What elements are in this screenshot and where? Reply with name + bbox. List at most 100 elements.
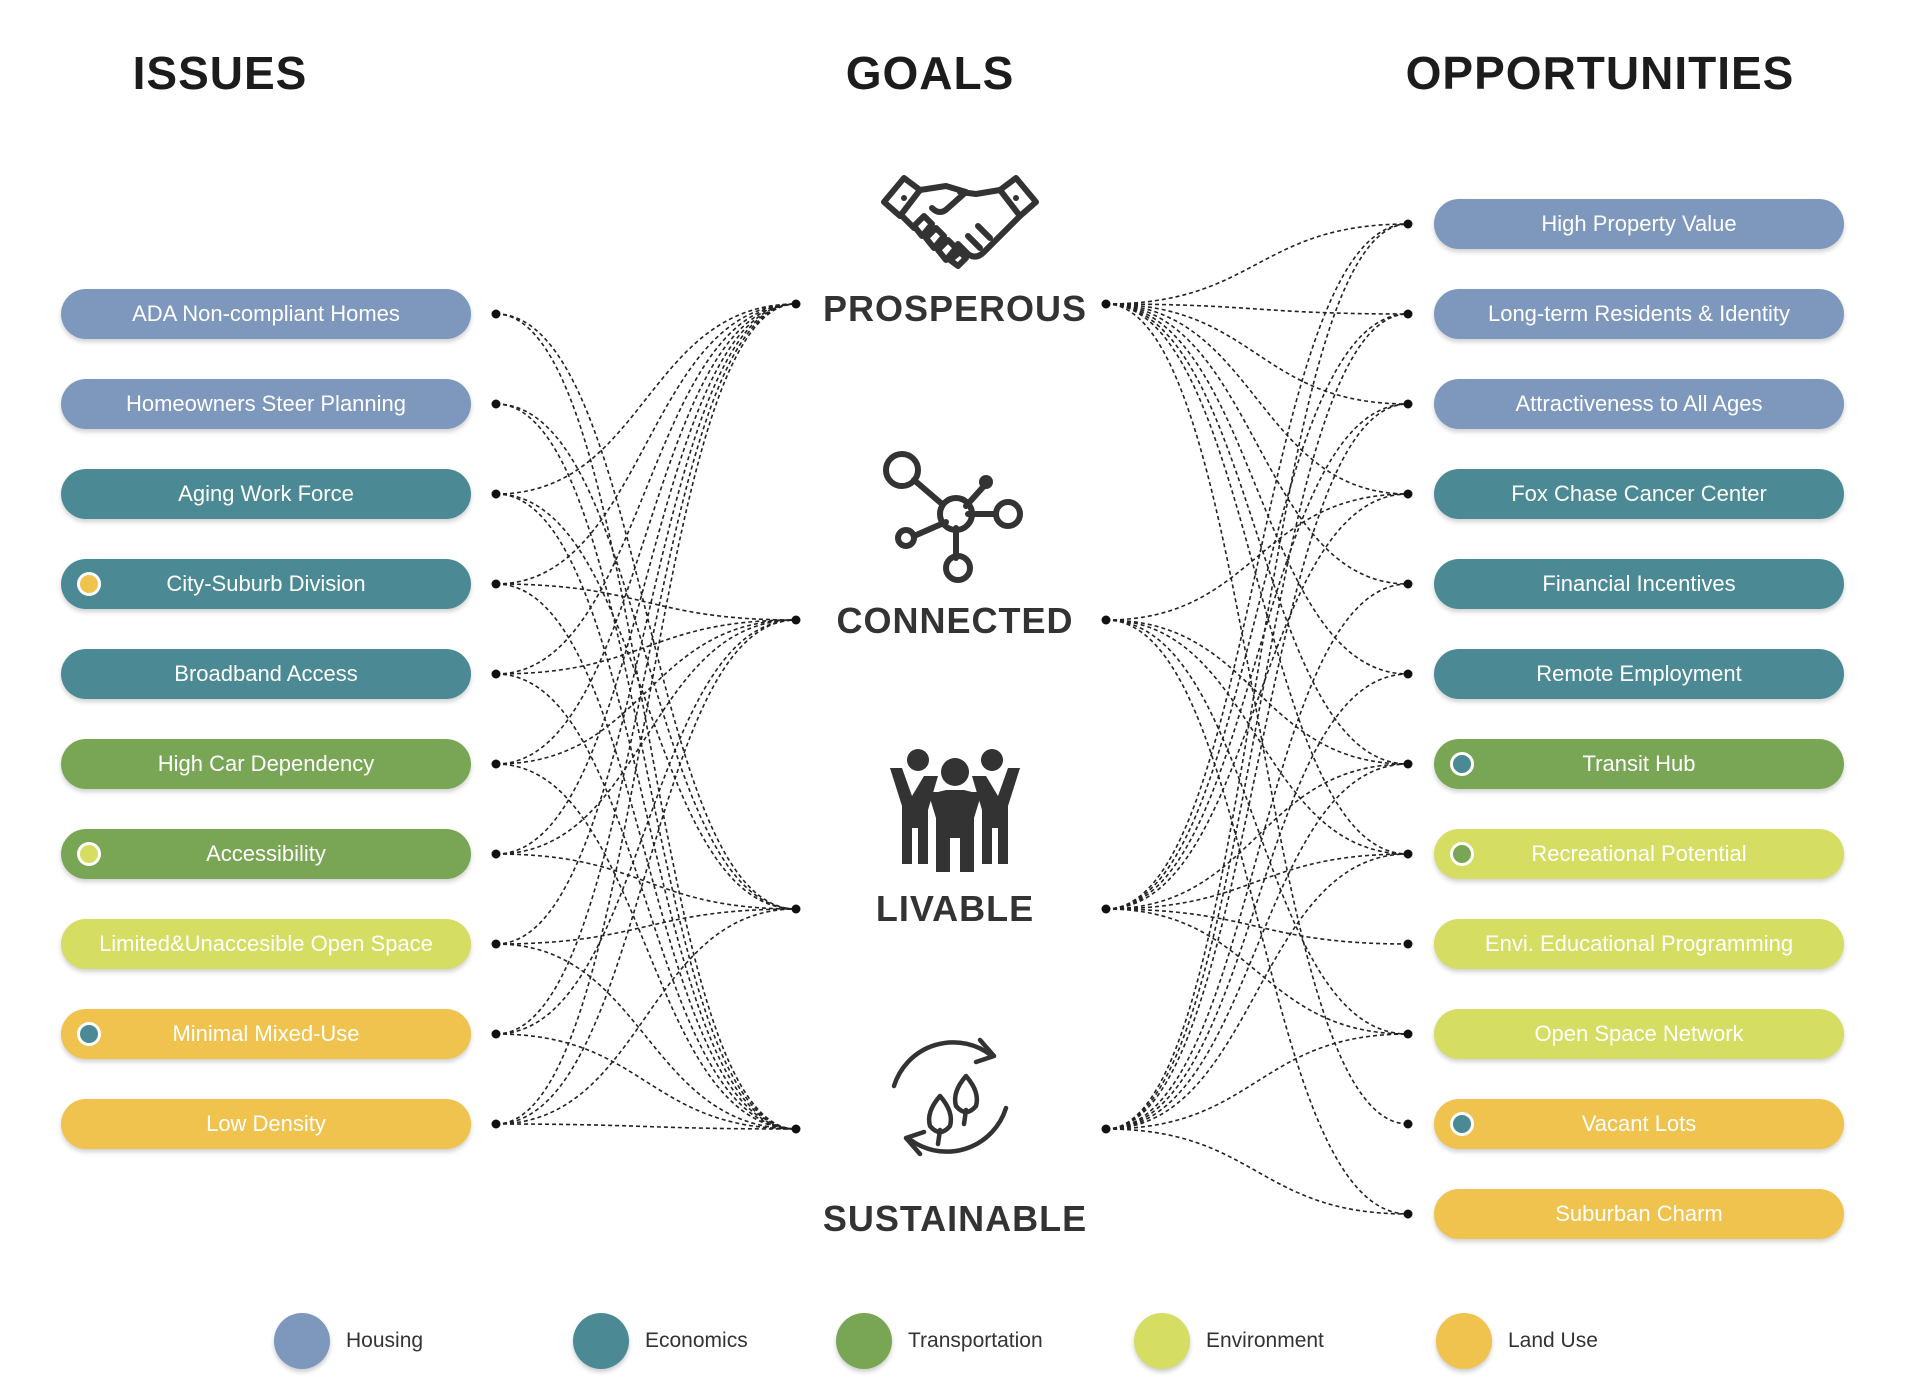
goal-opportunity-link: [1105, 303, 1409, 855]
opportunity-remote-employment: Remote Employment: [1434, 649, 1844, 699]
opportunities-header: OPPORTUNITIES: [1405, 47, 1795, 99]
legend-swatch: [1436, 1313, 1492, 1369]
goals-header: GOALS: [845, 47, 1015, 99]
goal-opportunity-link: [1105, 1128, 1409, 1215]
issue-goal-link: [495, 303, 797, 675]
opportunity-anchor-dot: [1403, 939, 1413, 949]
opportunity-anchor-dot: [1403, 309, 1413, 319]
opportunity-anchor-dot: [1403, 759, 1413, 769]
goal-opportunity-link: [1105, 619, 1409, 855]
issue-goal-link: [495, 493, 797, 1130]
goal-connected: CONNECTED: [836, 600, 1074, 641]
pill-label: Recreational Potential: [1531, 841, 1747, 866]
goal-anchor-dot: [791, 299, 801, 309]
issue-goal-link: [495, 908, 797, 1125]
opportunity-fox-chase-cancer-center: Fox Chase Cancer Center: [1434, 469, 1844, 519]
goal-opportunity-link: [1105, 853, 1409, 1130]
issue-broadband-access: Broadband Access: [61, 649, 471, 699]
category-dot: [1450, 842, 1474, 866]
legend-swatch: [836, 1313, 892, 1369]
recycle-leaves-icon: [891, 1037, 1009, 1157]
opportunity-open-space-network: Open Space Network: [1434, 1009, 1844, 1059]
goal-opportunity-link: [1105, 493, 1409, 621]
pill-label: Broadband Access: [174, 661, 358, 686]
pill-label: ADA Non-compliant Homes: [132, 301, 400, 326]
goal-opportunity-link: [1105, 303, 1409, 1125]
opportunity-vacant-lots: Vacant Lots: [1434, 1099, 1844, 1149]
category-dot: [1450, 752, 1474, 776]
pill-label: City-Suburb Division: [166, 571, 366, 596]
pill-label: Vacant Lots: [1581, 1111, 1697, 1136]
goal-opportunity-link: [1105, 403, 1409, 1130]
issue-goal-link: [495, 313, 797, 1130]
goal-opportunity-link: [1105, 303, 1409, 675]
issue-goal-link: [495, 763, 797, 1130]
issue-goal-link: [495, 313, 797, 910]
issue-goal-link: [495, 1033, 797, 1130]
issue-anchor-dot: [491, 1029, 501, 1039]
goal-opportunity-link: [1105, 303, 1409, 315]
pill-label: Homeowners Steer Planning: [125, 391, 407, 416]
issue-anchor-dot: [491, 669, 501, 679]
issue-goal-link: [495, 908, 797, 945]
issue-goal-link: [495, 303, 797, 495]
opportunity-long-term-residents-identity: Long-term Residents & Identity: [1434, 289, 1844, 339]
issue-accessibility: Accessibility: [61, 829, 471, 879]
legend-land-use: Land Use: [1436, 1312, 1598, 1370]
legend-economics: Economics: [573, 1312, 748, 1370]
goal-opportunity-link: [1105, 303, 1409, 765]
issue-aging-work-force: Aging Work Force: [61, 469, 471, 519]
pill-label: High Car Dependency: [157, 751, 375, 776]
goal-opportunity-link: [1105, 223, 1409, 910]
legend-swatch: [1134, 1313, 1190, 1369]
goal-anchor-dot: [791, 1124, 801, 1134]
issue-goal-link: [495, 403, 797, 910]
legend-swatch: [274, 1313, 330, 1369]
opportunity-high-property-value: High Property Value: [1434, 199, 1844, 249]
issue-goal-link: [495, 853, 797, 910]
goal-opportunity-link: [1105, 583, 1409, 1130]
goal-opportunity-link: [1105, 303, 1409, 495]
issue-anchor-dot: [491, 939, 501, 949]
category-dot: [77, 1022, 101, 1046]
pill-label: Minimal Mixed-Use: [172, 1021, 360, 1046]
opportunity-anchor-dot: [1403, 219, 1413, 229]
goal-opportunity-link: [1105, 853, 1409, 910]
goal-opportunity-link: [1105, 619, 1409, 1215]
issue-goal-link: [495, 303, 797, 585]
legend-label: Economics: [645, 1329, 748, 1352]
goal-opportunity-link: [1105, 223, 1409, 305]
goal-opportunity-link: [1105, 763, 1409, 1130]
goal-opportunity-link: [1105, 763, 1409, 910]
category-dot: [1450, 1112, 1474, 1136]
network-icon: [883, 451, 1023, 583]
pill-label: Open Space Network: [1534, 1021, 1744, 1046]
opportunity-anchor-dot: [1403, 399, 1413, 409]
issue-low-density: Low Density: [61, 1099, 471, 1149]
legend-environment: Environment: [1134, 1312, 1324, 1370]
issue-high-car-dependency: High Car Dependency: [61, 739, 471, 789]
pill-label: High Property Value: [1541, 211, 1737, 236]
issue-goal-link: [495, 583, 797, 1130]
goal-opportunity-link: [1105, 303, 1409, 585]
issue-goal-link: [495, 583, 797, 621]
legend-transportation: Transportation: [836, 1312, 1043, 1370]
goal-anchor-dot: [1101, 1124, 1111, 1134]
issue-goal-link: [495, 303, 797, 945]
opportunity-transit-hub: Transit Hub: [1434, 739, 1844, 789]
issue-goal-link: [495, 619, 797, 675]
goal-opportunity-link: [1105, 619, 1409, 1035]
opportunity-suburban-charm: Suburban Charm: [1434, 1189, 1844, 1239]
pill-label: Remote Employment: [1536, 661, 1742, 686]
issue-goal-link: [495, 619, 797, 855]
issue-anchor-dot: [491, 489, 501, 499]
opportunity-financial-incentives: Financial Incentives: [1434, 559, 1844, 609]
legend-label: Transportation: [908, 1329, 1043, 1352]
issue-goal-link: [495, 303, 797, 1125]
issue-goal-link: [495, 303, 797, 855]
issue-goal-link: [495, 673, 797, 1130]
legend-label: Land Use: [1508, 1329, 1598, 1352]
issue-goal-link: [495, 493, 797, 910]
issue-minimal-mixed-use: Minimal Mixed-Use: [61, 1009, 471, 1059]
